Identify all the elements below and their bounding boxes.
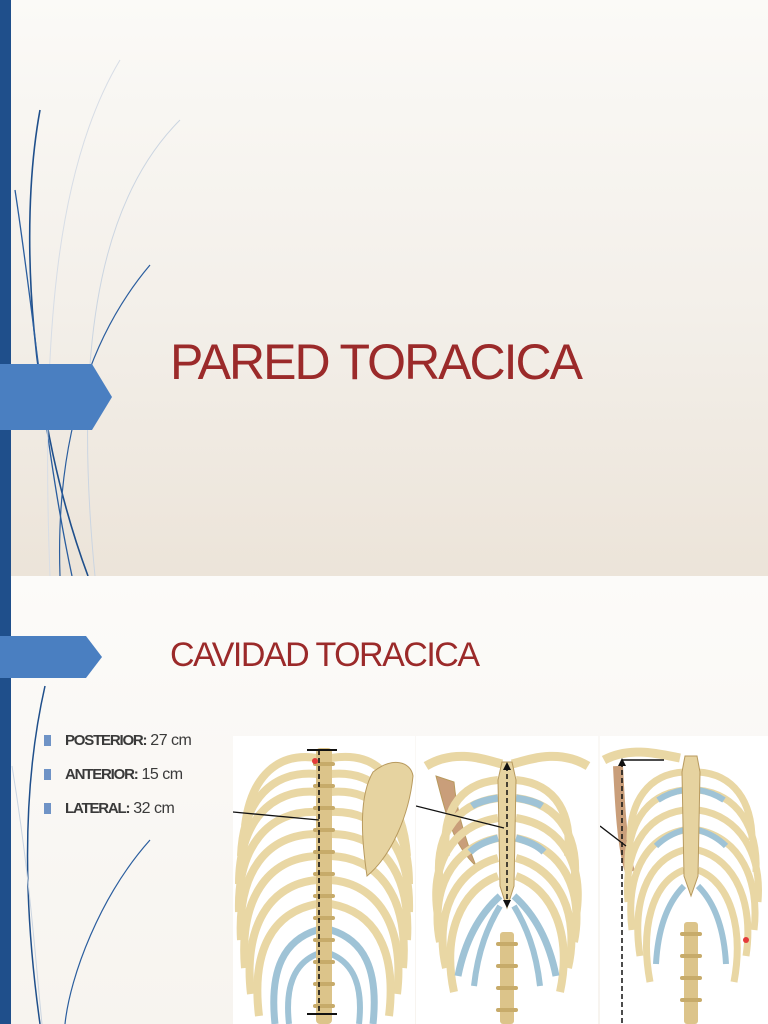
- bullet-icon: [44, 769, 51, 780]
- measurement-list: POSTERIOR: 27 cm ANTERIOR: 15 cm LATERAL…: [44, 732, 192, 834]
- list-item: ANTERIOR: 15 cm: [44, 766, 191, 800]
- subtitle-arrow-tab: [0, 636, 102, 678]
- bullet-icon: [44, 803, 51, 814]
- measurement-value: 32 cm: [133, 800, 175, 817]
- slide-title: PARED TORACICA: [170, 334, 583, 390]
- measurement-label: LATERAL:: [65, 800, 130, 817]
- title-slide: PARED TORACICA: [0, 0, 768, 576]
- accent-edge-bar: [0, 0, 11, 576]
- measurement-value: 27 cm: [150, 732, 192, 749]
- rib-cage-posterior-image: [233, 736, 415, 1024]
- accent-edge-bar: [0, 576, 11, 1024]
- list-item: LATERAL: 32 cm: [44, 800, 191, 834]
- measurement-value: 15 cm: [141, 766, 183, 783]
- decorative-swoosh-lines: [14, 59, 181, 576]
- list-item: POSTERIOR: 27 cm: [44, 732, 192, 766]
- content-slide: CAVIDAD TORACICA POSTERIOR: 27 cm ANTERI…: [0, 576, 768, 1024]
- measurement-label: POSTERIOR:: [65, 732, 148, 749]
- slide-subtitle: CAVIDAD TORACICA: [170, 636, 480, 674]
- decorative-swoosh-lines: [11, 685, 151, 1024]
- rib-cage-anterior-image: [416, 736, 598, 1024]
- rib-cage-lateral-image: [600, 736, 768, 1024]
- title-arrow-tab: [0, 364, 112, 430]
- measurement-label: ANTERIOR:: [65, 766, 139, 783]
- bullet-icon: [44, 735, 51, 746]
